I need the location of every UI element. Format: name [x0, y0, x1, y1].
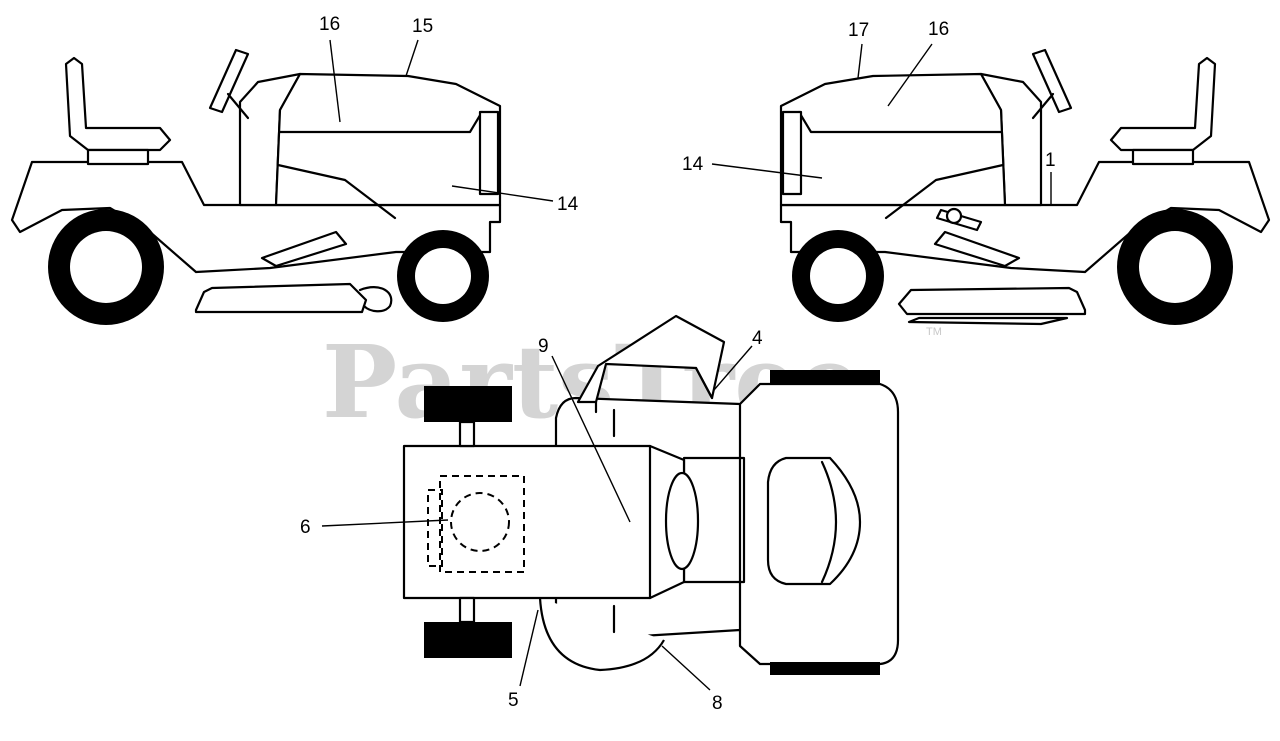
right-side-view-tractor — [779, 48, 1271, 326]
callout-top-4: 4 — [752, 328, 763, 349]
top-view-tractor — [402, 314, 900, 675]
left-steering-wheel — [208, 48, 250, 114]
right-seat-base — [1131, 148, 1195, 166]
top-engine-outline — [439, 475, 525, 573]
callout-right-16: 16 — [928, 19, 949, 40]
callout-top-8: 8 — [712, 693, 723, 714]
top-rear-right-tire — [770, 370, 880, 384]
left-foot-pedal — [260, 230, 348, 268]
left-seat — [64, 56, 172, 152]
top-front-left-spindle — [458, 596, 476, 624]
leader-lines — [321, 39, 1052, 691]
callout-numbers: 16 15 14 17 16 14 1 9 4 6 5 8 — [300, 14, 1056, 714]
right-rear-hub — [1139, 231, 1211, 303]
top-front-right-spindle — [458, 420, 476, 448]
top-engine-side — [427, 489, 443, 567]
right-hood-panel — [884, 163, 1005, 220]
right-hood-crease — [797, 110, 1003, 134]
left-grille — [478, 110, 500, 196]
top-chute-mount — [694, 366, 714, 400]
left-steering-column — [226, 92, 250, 120]
right-foot-pedal — [933, 230, 1021, 268]
callout-left-16: 16 — [319, 14, 340, 35]
callout-top-6: 6 — [300, 517, 311, 538]
left-deck-discharge — [358, 286, 393, 313]
right-mower-deck — [897, 286, 1087, 316]
left-side-view-tractor — [10, 48, 502, 325]
callout-left-15: 15 — [412, 16, 433, 37]
right-seat — [1109, 56, 1217, 152]
right-lift-lever-knob — [945, 207, 963, 225]
callout-top-9: 9 — [538, 336, 549, 357]
left-rear-hub — [70, 231, 142, 303]
top-rear-left-tire — [770, 662, 880, 675]
top-deck-edge-left — [538, 597, 665, 672]
left-hood-crease — [278, 110, 484, 134]
watermark-trademark: TM — [926, 326, 942, 338]
left-mower-deck — [194, 282, 368, 314]
callout-right-1: 1 — [1045, 150, 1056, 171]
callout-left-14: 14 — [557, 194, 579, 215]
right-hood — [779, 72, 1007, 207]
top-hood — [402, 444, 686, 600]
callout-top-5: 5 — [508, 690, 519, 711]
top-front-right-wheel — [424, 386, 512, 422]
right-deck-discharge — [907, 316, 1069, 326]
left-seat-base — [86, 148, 150, 166]
right-grille — [781, 110, 803, 196]
callout-right-17: 17 — [848, 20, 869, 41]
top-engine-circle — [450, 492, 510, 552]
top-front-left-wheel — [424, 622, 512, 658]
top-steering-wheel — [664, 471, 700, 571]
left-hood-panel — [276, 163, 397, 220]
right-steering-column — [1031, 92, 1055, 120]
top-seat — [766, 456, 862, 586]
left-front-hub — [415, 248, 471, 304]
callout-right-14: 14 — [682, 154, 704, 175]
left-hood — [274, 72, 502, 207]
top-seat-back — [820, 460, 838, 584]
right-front-hub — [810, 248, 866, 304]
right-steering-wheel — [1031, 48, 1073, 114]
